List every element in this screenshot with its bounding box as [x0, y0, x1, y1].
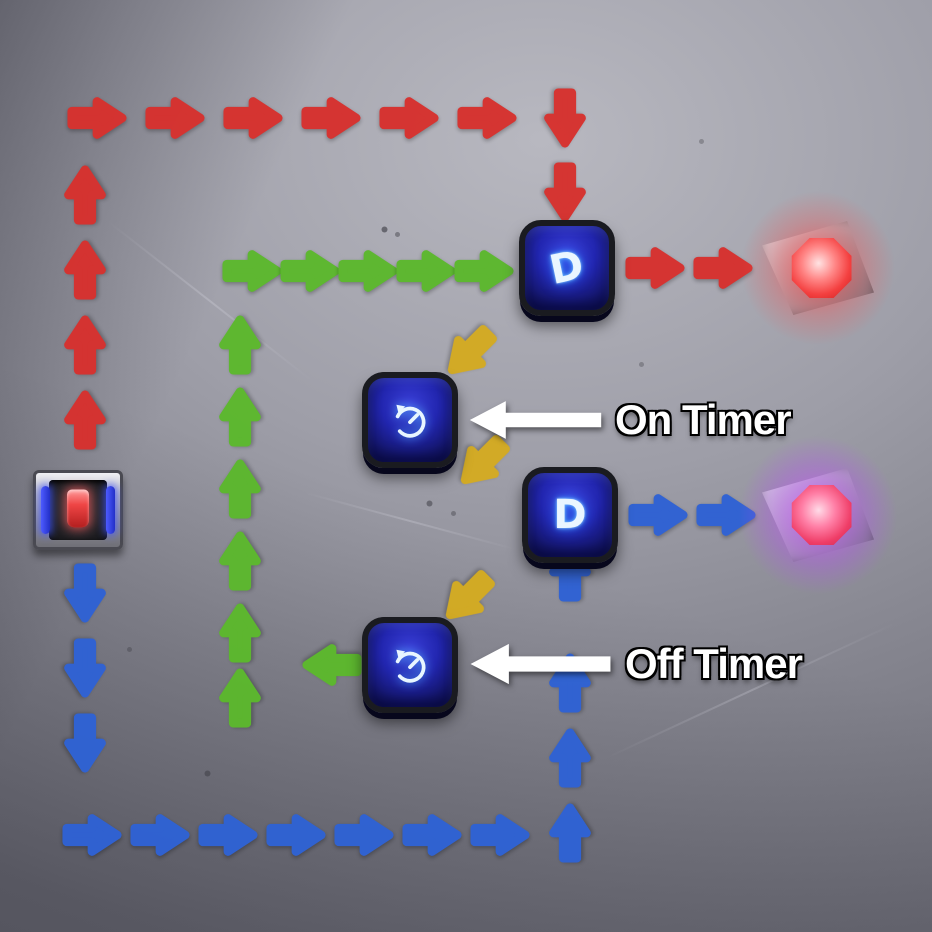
white-left-arrow-icon [470, 643, 611, 685]
d-device-top[interactable]: D [519, 220, 615, 316]
blue-arrow-right-icon [401, 812, 463, 858]
white-left-arrow-icon [469, 401, 602, 439]
red-arrow-up-icon [62, 314, 108, 376]
green-arrow-up-icon [217, 530, 263, 592]
green-arrow-up-icon [217, 602, 263, 664]
timer-dial-icon [394, 649, 426, 683]
red-arrow-right-icon [66, 95, 128, 141]
off-timer-callout: Off Timer [468, 640, 803, 688]
d-glyph-icon: D [553, 492, 587, 538]
red-arrow-right-icon [624, 245, 686, 291]
blue-arrow-down-icon [62, 562, 108, 624]
d-glyph-icon: D [545, 242, 589, 294]
floor-scratch [303, 491, 517, 550]
red-arrow-up-icon [62, 389, 108, 451]
red-arrow-right-icon [222, 95, 284, 141]
switch-device[interactable] [33, 470, 123, 550]
off-timer-device[interactable] [362, 617, 458, 713]
green-arrow-right-icon [279, 248, 341, 294]
green-arrow-up-icon [217, 458, 263, 520]
yellow-arrow-down-left-icon [430, 559, 506, 635]
blue-arrow-right-icon [695, 492, 757, 538]
on-timer-label: On Timer [615, 396, 792, 443]
blue-arrow-down-icon [62, 712, 108, 774]
blue-arrow-right-icon [333, 812, 395, 858]
stop-light-bottom[interactable] [738, 435, 898, 595]
stop-light-top[interactable] [738, 188, 898, 348]
red-arrow-down-icon [542, 161, 588, 223]
green-arrow-left-icon [301, 642, 363, 688]
blue-arrow-right-icon [265, 812, 327, 858]
red-arrow-up-icon [62, 164, 108, 226]
blue-arrow-right-icon [61, 812, 123, 858]
timer-dial-icon [394, 404, 426, 438]
octagon-lens-icon [791, 485, 852, 545]
green-arrow-right-icon [337, 248, 399, 294]
blue-arrow-right-icon [469, 812, 531, 858]
green-arrow-right-icon [395, 248, 457, 294]
blue-arrow-right-icon [627, 492, 689, 538]
green-arrow-up-icon [217, 314, 263, 376]
green-arrow-up-icon [217, 667, 263, 729]
blue-arrow-up-icon [547, 802, 593, 864]
floor-speckles [0, 0, 3, 3]
green-arrow-right-icon [453, 248, 515, 294]
red-arrow-right-icon [144, 95, 206, 141]
d-device-bottom[interactable]: D [522, 467, 618, 563]
off-timer-label: Off Timer [625, 640, 803, 687]
switch-bracket-right [106, 486, 115, 534]
red-arrow-down-icon [542, 87, 588, 149]
blue-arrow-right-icon [197, 812, 259, 858]
red-arrow-right-icon [378, 95, 440, 141]
red-arrow-right-icon [456, 95, 518, 141]
yellow-arrow-down-left-icon [432, 314, 508, 390]
red-arrow-up-icon [62, 239, 108, 301]
yellow-arrow-down-left-icon [445, 424, 521, 500]
blue-arrow-up-icon [547, 727, 593, 789]
on-timer-callout: On Timer [468, 396, 792, 444]
octagon-lens-icon [791, 238, 852, 298]
switch-lever-icon[interactable] [67, 489, 89, 528]
green-arrow-right-icon [221, 248, 283, 294]
green-arrow-up-icon [217, 386, 263, 448]
blue-arrow-down-icon [62, 637, 108, 699]
blue-arrow-right-icon [129, 812, 191, 858]
red-arrow-right-icon [692, 245, 754, 291]
switch-bracket-left [41, 486, 50, 534]
red-arrow-right-icon [300, 95, 362, 141]
floor-scratch [107, 220, 313, 382]
on-timer-device[interactable] [362, 372, 458, 468]
